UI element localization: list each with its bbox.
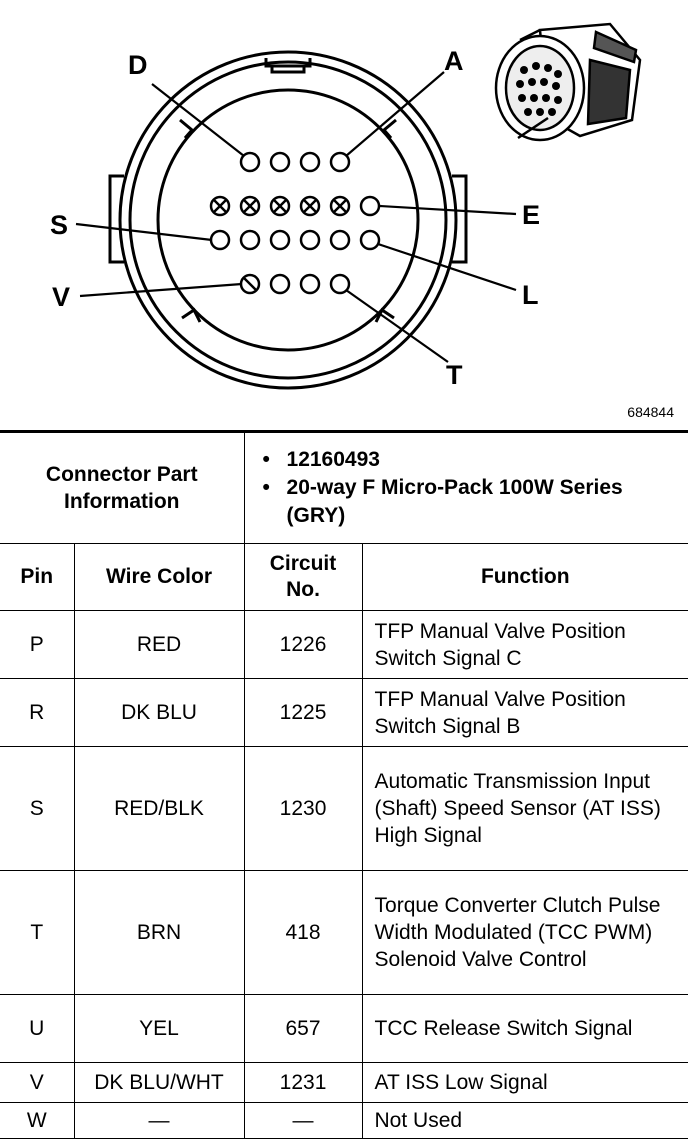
connector-diagram: D A S E V L T 684844 (0, 0, 688, 430)
connector-face-svg: D A S E V L T (50, 22, 642, 390)
cell-circuit: 657 (243, 994, 363, 1063)
cell-wire-color: DK BLU/WHT (73, 1062, 245, 1103)
connector-left-key (108, 174, 124, 264)
pin-label-t: T (446, 360, 463, 390)
connector-thumbnail (494, 22, 642, 142)
pin-label-v: V (52, 282, 70, 312)
table-row: T BRN 418 Torque Converter Clutch Pulse … (0, 870, 688, 995)
cell-circuit: 1225 (243, 678, 363, 747)
cell-circuit: 1226 (243, 610, 363, 679)
table-row: U YEL 657 TCC Release Switch Signal (0, 994, 688, 1063)
cell-pin: R (0, 678, 75, 747)
cell-pin: P (0, 610, 75, 679)
table-row: S RED/BLK 1230 Automatic Transmission In… (0, 746, 688, 871)
cell-wire-color: RED/BLK (73, 746, 245, 871)
cell-wire-color: DK BLU (73, 678, 245, 747)
pinout-table: Connector Part Information 12160493 20-w… (0, 430, 688, 1139)
column-header-function: Function (361, 543, 688, 611)
cell-circuit: 1231 (243, 1062, 363, 1103)
pin-label-l: L (522, 280, 539, 310)
column-header-wire-color: Wire Color (73, 543, 245, 611)
cell-wire-color: YEL (73, 994, 245, 1063)
table-row: P RED 1226 TFP Manual Valve Position Swi… (0, 610, 688, 679)
column-header-circuit: Circuit No. (243, 543, 363, 611)
cell-pin: T (0, 870, 75, 995)
connector-inner-ring (128, 60, 448, 380)
pin-label-s: S (50, 210, 68, 240)
cell-function: Automatic Transmission Input (Shaft) Spe… (361, 746, 688, 871)
connector-info-list: 12160493 20-way F Micro-Pack 100W Series… (243, 431, 688, 544)
plugged-cavities (213, 199, 347, 291)
cell-function: TFP Manual Valve Position Switch Signal … (361, 610, 688, 679)
cell-circuit: 1230 (243, 746, 363, 871)
table-row: W — — Not Used (0, 1102, 688, 1139)
cell-function: TCC Release Switch Signal (361, 994, 688, 1063)
cell-circuit: — (243, 1102, 363, 1139)
cell-pin: W (0, 1102, 75, 1139)
connector-right-key (452, 174, 468, 264)
cell-pin: V (0, 1062, 75, 1103)
figure-id: 684844 (627, 404, 674, 420)
cell-function: Not Used (361, 1102, 688, 1139)
pin-label-a: A (444, 46, 464, 76)
table-row: R DK BLU 1225 TFP Manual Valve Position … (0, 678, 688, 747)
cell-pin: S (0, 746, 75, 871)
pin-letter-labels: D A S E V L T (50, 46, 540, 390)
cell-function: Torque Converter Clutch Pulse Width Modu… (361, 870, 688, 995)
connector-latch (264, 58, 312, 68)
cell-pin: U (0, 994, 75, 1063)
connector-pin-face (156, 88, 420, 352)
connector-info-row: Connector Part Information 12160493 20-w… (0, 431, 688, 544)
pin-label-d: D (128, 50, 148, 80)
connector-outer-ring (118, 50, 458, 390)
connector-part-number: 12160493 (263, 446, 685, 474)
pin-label-e: E (522, 200, 540, 230)
pin-cavities (209, 151, 381, 295)
column-header-pin: Pin (0, 543, 75, 611)
cell-function: AT ISS Low Signal (361, 1062, 688, 1103)
connector-description: 20-way F Micro-Pack 100W Series (GRY) (263, 474, 685, 530)
cell-wire-color: RED (73, 610, 245, 679)
cell-circuit: 418 (243, 870, 363, 995)
table-header-row: Pin Wire Color Circuit No. Function (0, 543, 688, 611)
leader-lines (75, 71, 517, 363)
cell-function: TFP Manual Valve Position Switch Signal … (361, 678, 688, 747)
cell-wire-color: BRN (73, 870, 245, 995)
cell-wire-color: — (73, 1102, 245, 1139)
table-row: V DK BLU/WHT 1231 AT ISS Low Signal (0, 1062, 688, 1103)
connector-info-header: Connector Part Information (0, 431, 245, 544)
connector-table: Connector Part Information 12160493 20-w… (0, 430, 688, 1139)
